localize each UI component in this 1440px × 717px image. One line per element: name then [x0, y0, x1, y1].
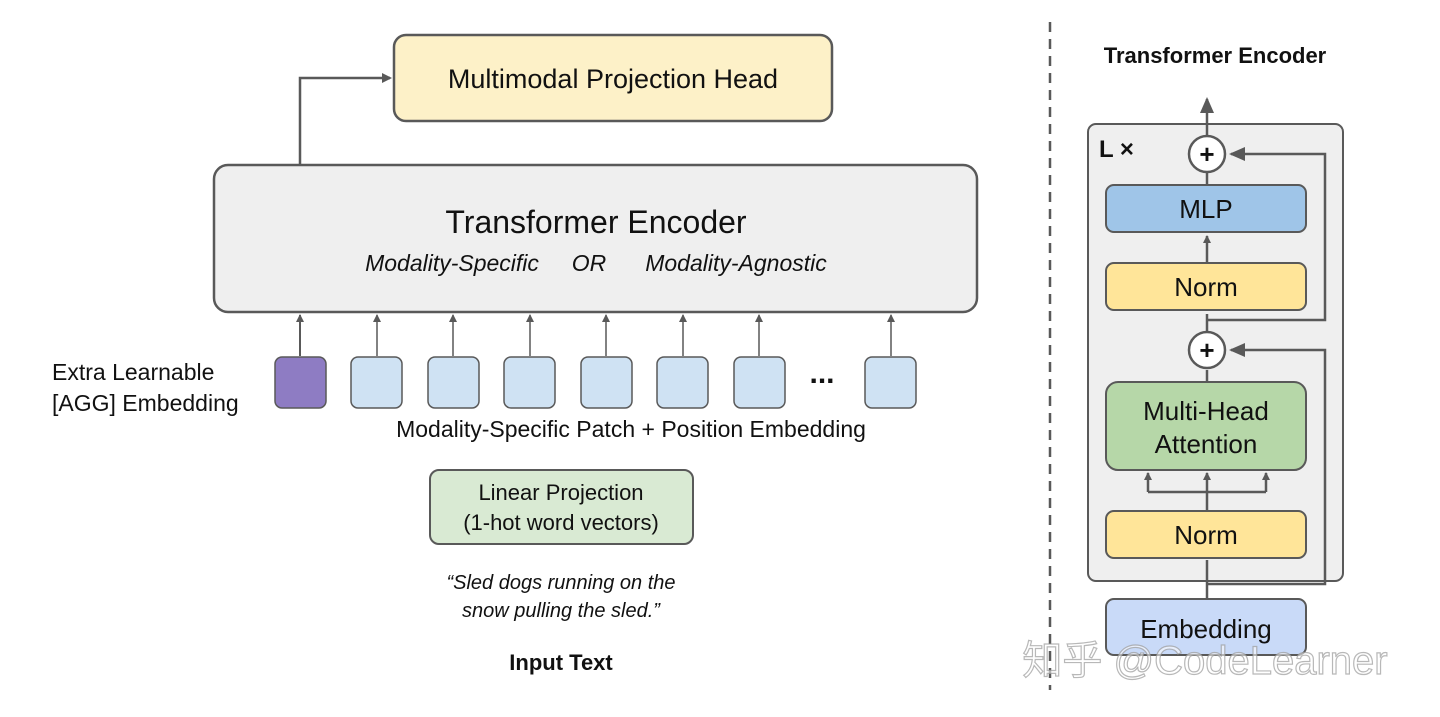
mlp-label: MLP — [1179, 194, 1232, 224]
norm-box-bottom — [1105, 510, 1307, 559]
encoder-title: Transformer Encoder — [445, 204, 746, 240]
watermark: 知乎 @CodeLearner — [1022, 639, 1387, 683]
encoder-box — [212, 163, 979, 314]
mha-label-line1: Multi-Head — [1143, 396, 1269, 426]
patch-token — [733, 356, 786, 409]
norm-label-top: Norm — [1174, 272, 1238, 302]
add-symbol-bottom: + — [1199, 335, 1214, 365]
encoder-option-agnostic: Modality-Agnostic — [645, 250, 827, 276]
linear-projection-box — [429, 469, 694, 545]
projection-head-label: Multimodal Projection Head — [448, 64, 778, 94]
agg-token — [274, 356, 327, 409]
patch-token — [350, 356, 403, 409]
linear-projection-line2: (1-hot word vectors) — [463, 510, 659, 535]
linear-projection-line1: Linear Projection — [478, 480, 643, 505]
input-sample-line2: snow pulling the sled.” — [462, 600, 661, 622]
projection-head-box — [392, 33, 834, 123]
embedding-label: Embedding — [1140, 614, 1272, 644]
patch-token — [503, 356, 556, 409]
patch-token — [427, 356, 480, 409]
norm-box-top — [1105, 262, 1307, 311]
mha-box — [1105, 381, 1307, 471]
encoder-option-specific: Modality-Specific — [365, 250, 539, 276]
repeat-label: L × — [1099, 136, 1134, 163]
embedding-box — [1105, 598, 1307, 656]
skip-connection-bottom — [1207, 343, 1327, 586]
mlp-box — [1105, 184, 1307, 233]
encoder-option-or: OR — [572, 250, 607, 276]
mha-label-line2: Attention — [1155, 429, 1258, 459]
token-ellipsis: ... — [809, 357, 834, 390]
patch-token — [656, 356, 709, 409]
encoder-to-head-arrow — [298, 73, 392, 165]
skip-connection-top — [1207, 147, 1327, 322]
input-sample-line1: “Sled dogs running on the — [446, 572, 675, 594]
add-symbol-top: + — [1199, 139, 1214, 169]
patch-token — [864, 356, 917, 409]
input-caption: Input Text — [509, 650, 613, 675]
norm-label-bottom: Norm — [1174, 520, 1238, 550]
add-node-top — [1187, 134, 1227, 174]
agg-label-line2: [AGG] Embedding — [52, 390, 239, 416]
agg-label-line1: Extra Learnable — [52, 359, 214, 385]
patch-caption: Modality-Specific Patch + Position Embed… — [396, 416, 866, 442]
patch-token — [580, 356, 633, 409]
add-node-bottom — [1187, 330, 1227, 370]
right-panel-title: Transformer Encoder — [1104, 43, 1327, 68]
